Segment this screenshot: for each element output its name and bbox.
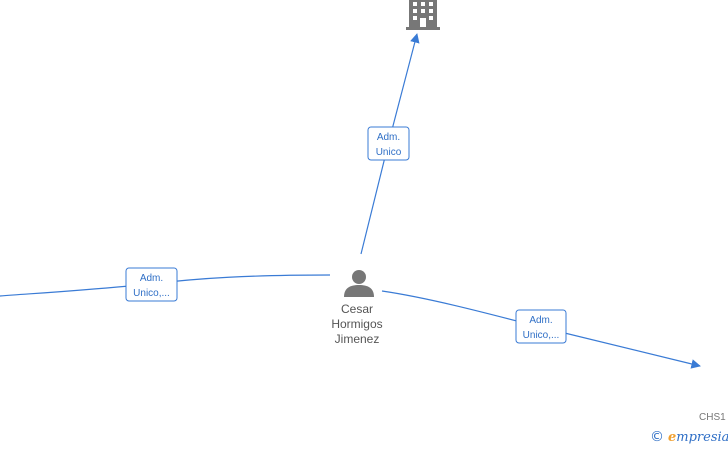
building-icon[interactable] [406, 0, 440, 30]
edge-label-top[interactable]: Adm. Unico [367, 126, 410, 161]
edge-label-right-line2: Unico,... [523, 330, 560, 341]
brand-logo-rest: mpresia [676, 429, 728, 445]
copyright-icon: © [650, 429, 664, 445]
person-name-line1: Cesar [340, 302, 373, 316]
empresia-watermark: © empresia [650, 429, 728, 445]
person-icon[interactable] [344, 270, 374, 297]
edge-label-left-line1: Adm. [140, 273, 163, 284]
edge-label-top-line2: Unico [376, 147, 402, 158]
person-name-line2: Hormigos [331, 317, 383, 331]
edge-label-right-line1: Adm. [529, 315, 552, 326]
brand-logo: empresia [668, 430, 728, 445]
edge-label-top-line1: Adm. [377, 132, 400, 143]
company-node-right-label[interactable]: CHS1 [699, 412, 726, 423]
edge-label-right[interactable]: Adm. Unico,... [515, 309, 567, 344]
edge-label-left-line2: Unico,... [133, 288, 170, 299]
edge-label-left[interactable]: Adm. Unico,... [125, 267, 178, 302]
person-name-line3: Jimenez [334, 332, 380, 346]
person-node-name[interactable]: Cesar Hormigos Jimenez [316, 302, 398, 347]
brand-logo-initial: e [668, 429, 677, 445]
